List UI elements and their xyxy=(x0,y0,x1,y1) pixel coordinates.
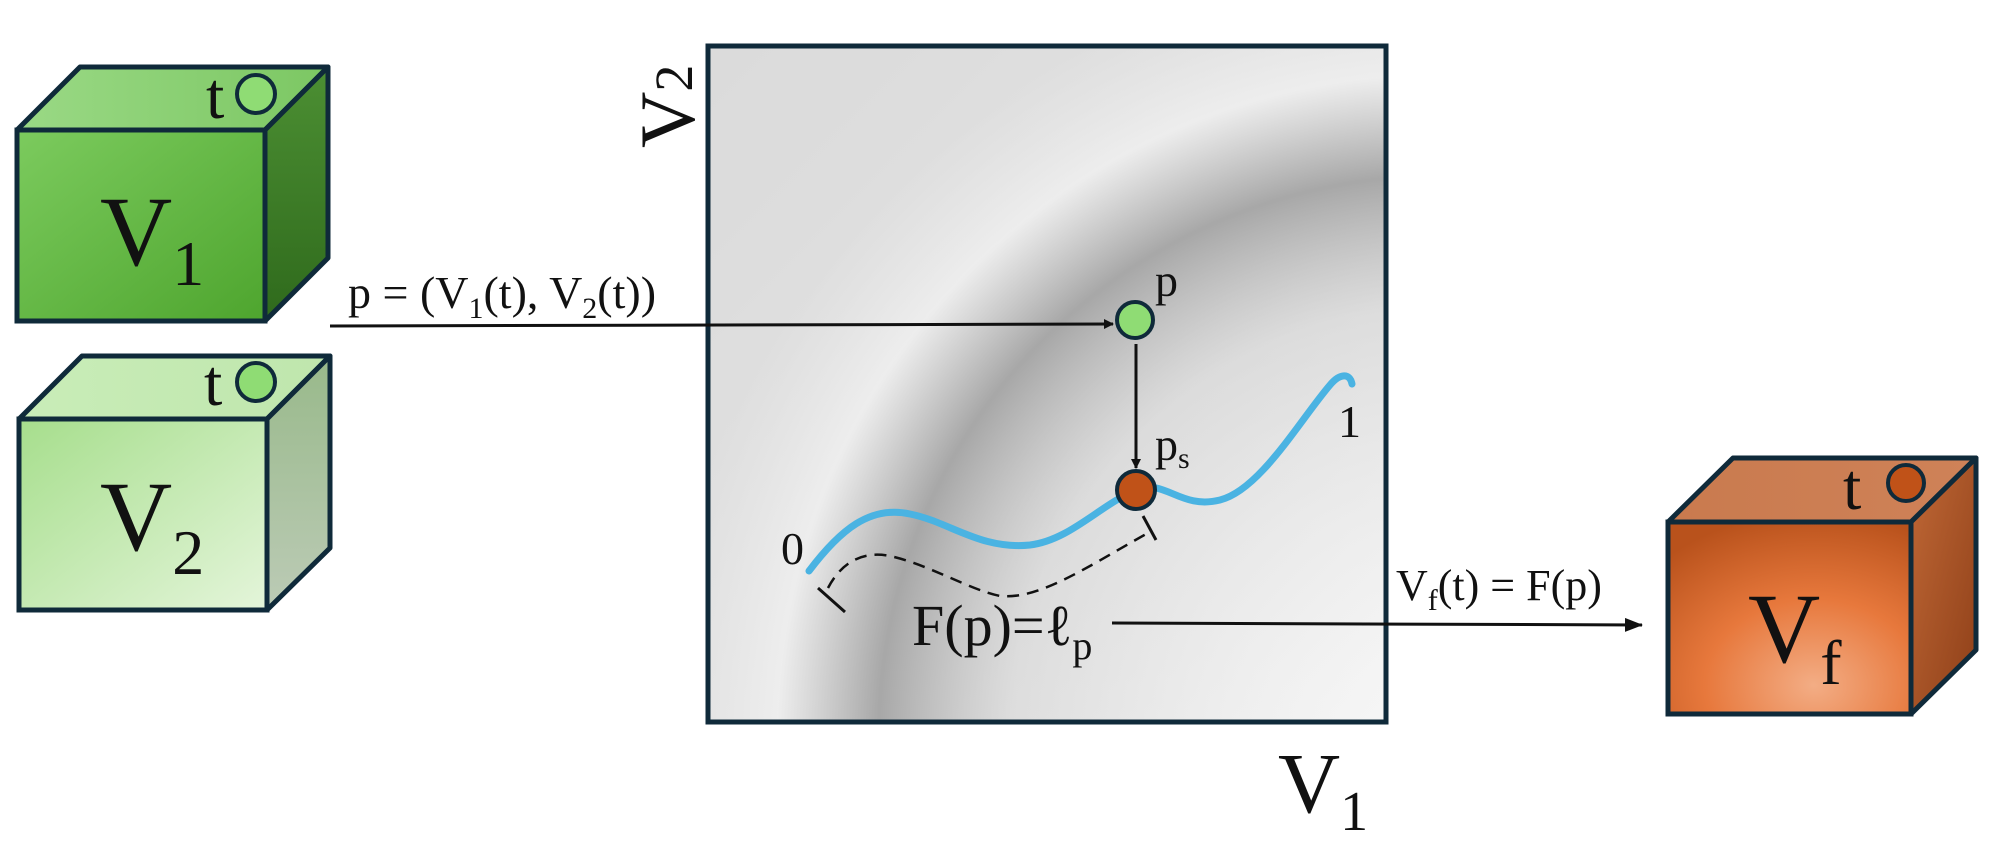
cube-vf-front-face xyxy=(1665,519,1914,717)
mapping-equation: p = (V1(t), V2(t)) xyxy=(348,267,656,325)
output-arrow xyxy=(1111,617,1643,632)
output-equation: Vf(t) = F(p) xyxy=(1396,561,1602,617)
x-axis-label: V1 xyxy=(1278,735,1368,843)
cube-v2-time-label: t xyxy=(204,347,222,420)
cube-v1-front-face xyxy=(14,127,268,324)
time-dot-icon xyxy=(235,361,277,403)
cube-vf: Vf t xyxy=(1665,451,1979,717)
panel-border xyxy=(705,43,1389,725)
cube-vf-label: Vf xyxy=(1748,573,1842,698)
cube-v2: V2 t xyxy=(16,347,333,613)
cube-v2-front-face xyxy=(16,416,270,613)
y-axis-label: V2 xyxy=(624,65,711,148)
time-dot-icon xyxy=(235,73,277,115)
point-p xyxy=(1115,300,1155,340)
cube-v1-time-label: t xyxy=(206,60,224,133)
arc-length-end-tick xyxy=(1141,515,1158,541)
point-ps xyxy=(1115,469,1157,511)
time-dot-icon xyxy=(1886,463,1926,503)
cube-v1: V1 t xyxy=(14,60,331,324)
curve-start-label: 0 xyxy=(781,523,804,574)
panel-shading-band xyxy=(708,46,1386,722)
point-p-label: p xyxy=(1155,255,1178,306)
input-arrow xyxy=(329,319,1114,330)
arc-length-start-tick xyxy=(817,586,846,614)
state-space-panel xyxy=(705,43,1389,725)
arc-length-dashed xyxy=(826,531,1149,598)
curve-end-label: 1 xyxy=(1338,396,1361,447)
arc-length-equation: F(p)=ℓp xyxy=(912,593,1092,668)
cube-v2-label: V2 xyxy=(100,461,204,588)
point-ps-label: ps xyxy=(1155,419,1190,475)
cube-v1-label: V1 xyxy=(100,176,204,299)
cube-vf-time-label: t xyxy=(1843,451,1861,524)
